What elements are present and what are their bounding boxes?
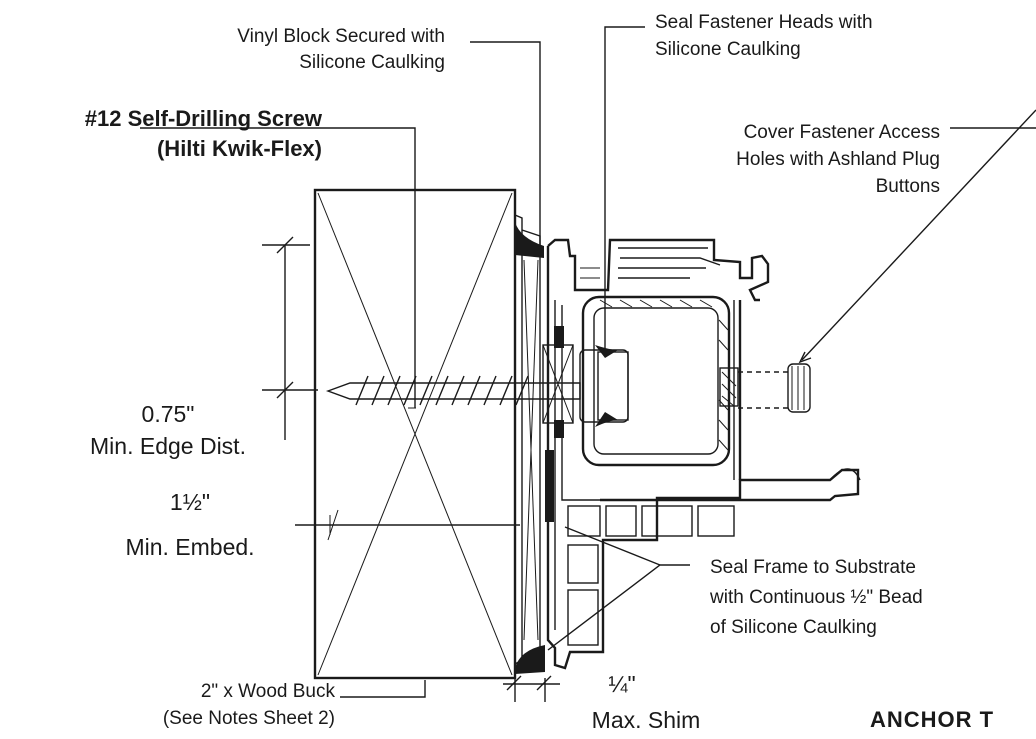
dim-edge-distance: 0.75" Min. Edge Dist.	[90, 401, 246, 459]
seal-frame-line2: with Continuous ½" Bead	[709, 587, 923, 608]
leader-lines	[140, 26, 1036, 698]
vinyl-block-line2: Silicone Caulking	[299, 52, 445, 73]
note-vinyl-block: Vinyl Block Secured with Silicone Caulki…	[237, 26, 445, 73]
dimension-lines	[262, 236, 560, 702]
caulk-bead-top	[515, 222, 544, 258]
sheet-title: ANCHOR T	[870, 707, 994, 732]
note-wood-buck: 2" x Wood Buck (See Notes Sheet 2)	[163, 681, 336, 729]
dim-embedment: 1½" Min. Embed.	[125, 489, 254, 560]
cover-holes-line2: Holes with Ashland Plug	[736, 149, 940, 170]
caulk-bead-bottom	[515, 645, 545, 674]
note-screw: #12 Self-Drilling Screw (Hilti Kwik-Flex…	[85, 106, 323, 161]
dim-shim: ¼" Max. Shim	[592, 671, 701, 733]
note-seal-frame: Seal Frame to Substrate with Continuous …	[709, 557, 923, 638]
edge-dist-label: Min. Edge Dist.	[90, 433, 246, 459]
frame-extrusion	[546, 238, 861, 670]
shim	[514, 214, 541, 665]
screw-line1: #12 Self-Drilling Screw	[85, 106, 323, 131]
vinyl-block-line1: Vinyl Block Secured with	[237, 26, 445, 47]
fastener-head	[542, 326, 629, 522]
steel-tube	[581, 295, 731, 467]
cover-holes-line3: Buttons	[876, 176, 940, 197]
note-seal-heads: Seal Fastener Heads with Silicone Caulki…	[655, 12, 873, 60]
embed-value: 1½"	[170, 489, 210, 515]
shim-value: ¼"	[608, 671, 635, 697]
plug-button	[719, 363, 811, 413]
screw-line2: (Hilti Kwik-Flex)	[157, 136, 322, 161]
seal-frame-line1: Seal Frame to Substrate	[710, 557, 916, 578]
embed-label: Min. Embed.	[125, 534, 254, 560]
seal-heads-line1: Seal Fastener Heads with	[655, 12, 873, 33]
seal-frame-line3: of Silicone Caulking	[710, 617, 877, 638]
shim-label: Max. Shim	[592, 707, 701, 733]
edge-dist-value: 0.75"	[142, 401, 195, 427]
wood-buck-line2: (See Notes Sheet 2)	[163, 708, 335, 729]
note-cover-holes: Cover Fastener Access Holes with Ashland…	[736, 122, 940, 197]
seal-heads-line2: Silicone Caulking	[655, 39, 801, 60]
self-drilling-screw	[325, 375, 581, 409]
wood-buck-line1: 2" x Wood Buck	[201, 681, 336, 702]
cover-holes-line1: Cover Fastener Access	[744, 122, 940, 143]
